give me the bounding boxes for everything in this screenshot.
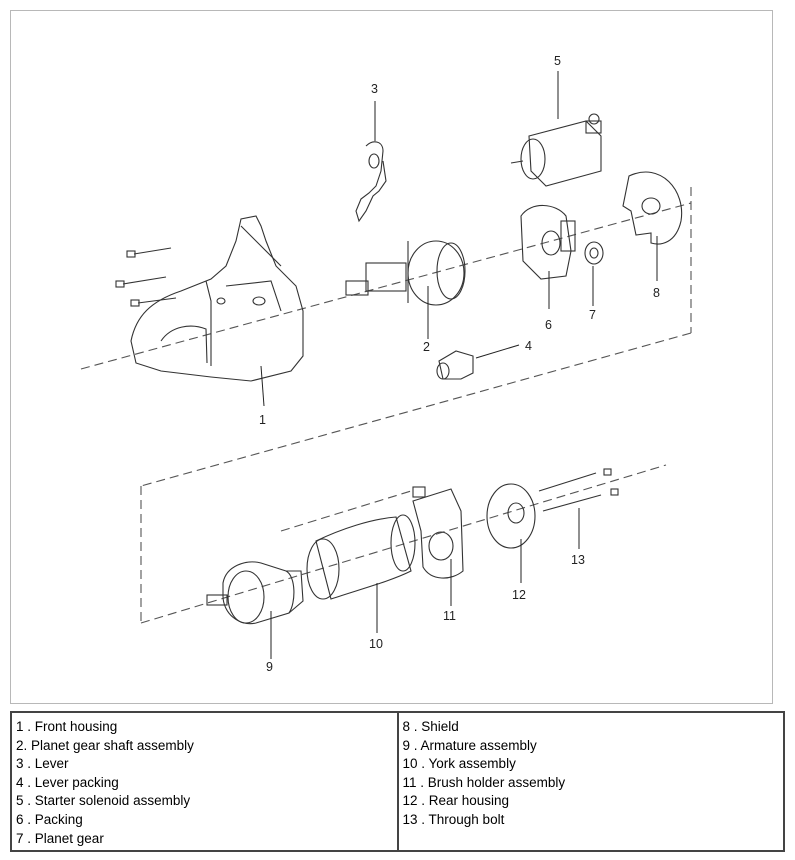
legend-column-right: 8 . Shield 9 . Armature assembly 10 . Yo… bbox=[396, 713, 784, 850]
callout-12: 12 bbox=[512, 588, 526, 602]
parts-legend-table: 1 . Front housing 2. Planet gear shaft a… bbox=[10, 711, 785, 852]
callout-13: 13 bbox=[571, 553, 585, 567]
callout-10: 10 bbox=[369, 637, 383, 651]
assembly-axis-lines bbox=[80, 187, 692, 624]
legend-item: 1 . Front housing bbox=[16, 719, 118, 734]
legend-item: 5 . Starter solenoid assembly bbox=[16, 793, 191, 809]
lever-part bbox=[355, 141, 387, 223]
legend-item: 2. Planet gear shaft assembly bbox=[16, 737, 194, 753]
legend-item: 6 . Packing bbox=[16, 811, 83, 827]
legend-item: 4 . Lever packing bbox=[16, 774, 119, 790]
legend-item: 7 . Planet gear bbox=[16, 830, 104, 846]
callout-6: 6 bbox=[545, 318, 552, 332]
callout-8: 8 bbox=[653, 286, 660, 300]
legend-item: 11 . Brush holder assembly bbox=[402, 774, 566, 790]
callout-4: 4 bbox=[525, 339, 532, 353]
packing-part bbox=[520, 204, 576, 280]
rear-housing-part bbox=[486, 483, 536, 549]
planet-gear-part bbox=[584, 241, 604, 265]
callout-9: 9 bbox=[266, 660, 273, 674]
exploded-diagram-frame: 1 2 3 4 5 6 7 8 9 10 11 12 13 bbox=[10, 10, 773, 704]
york-part bbox=[306, 514, 416, 600]
starter-motor-exploded-view: 1 2 3 4 5 6 7 8 9 10 11 12 13 bbox=[80, 54, 692, 674]
callout-1: 1 bbox=[259, 413, 266, 427]
front-housing-part bbox=[130, 215, 304, 382]
through-bolts-part bbox=[538, 468, 619, 512]
callout-5: 5 bbox=[554, 54, 561, 68]
armature-part bbox=[206, 561, 304, 625]
legend-column-left: 1 . Front housing 2. Planet gear shaft a… bbox=[12, 713, 397, 850]
callout-labels: 1 2 3 4 5 6 7 8 9 10 11 12 13 bbox=[259, 54, 660, 674]
legend-item: 13 . Through bolt bbox=[402, 811, 505, 827]
leader-lines bbox=[260, 71, 658, 659]
starter-solenoid-part bbox=[510, 113, 602, 187]
shield-part bbox=[622, 171, 683, 245]
callout-11: 11 bbox=[443, 609, 456, 623]
legend-item: 12 . Rear housing bbox=[402, 793, 510, 809]
legend-item: 10 . York assembly bbox=[402, 756, 516, 772]
legend-item: 9 . Armature assembly bbox=[402, 737, 537, 753]
legend-item: 3 . Lever bbox=[16, 756, 69, 772]
planet-gear-shaft-part bbox=[345, 240, 466, 306]
front-housing-bolts bbox=[115, 247, 177, 307]
callout-2: 2 bbox=[423, 340, 430, 354]
callout-7: 7 bbox=[589, 308, 596, 322]
callout-3: 3 bbox=[371, 82, 378, 96]
lever-packing-part bbox=[436, 350, 474, 380]
brush-holder-part bbox=[412, 486, 464, 579]
legend-item: 8 . Shield bbox=[402, 719, 459, 734]
